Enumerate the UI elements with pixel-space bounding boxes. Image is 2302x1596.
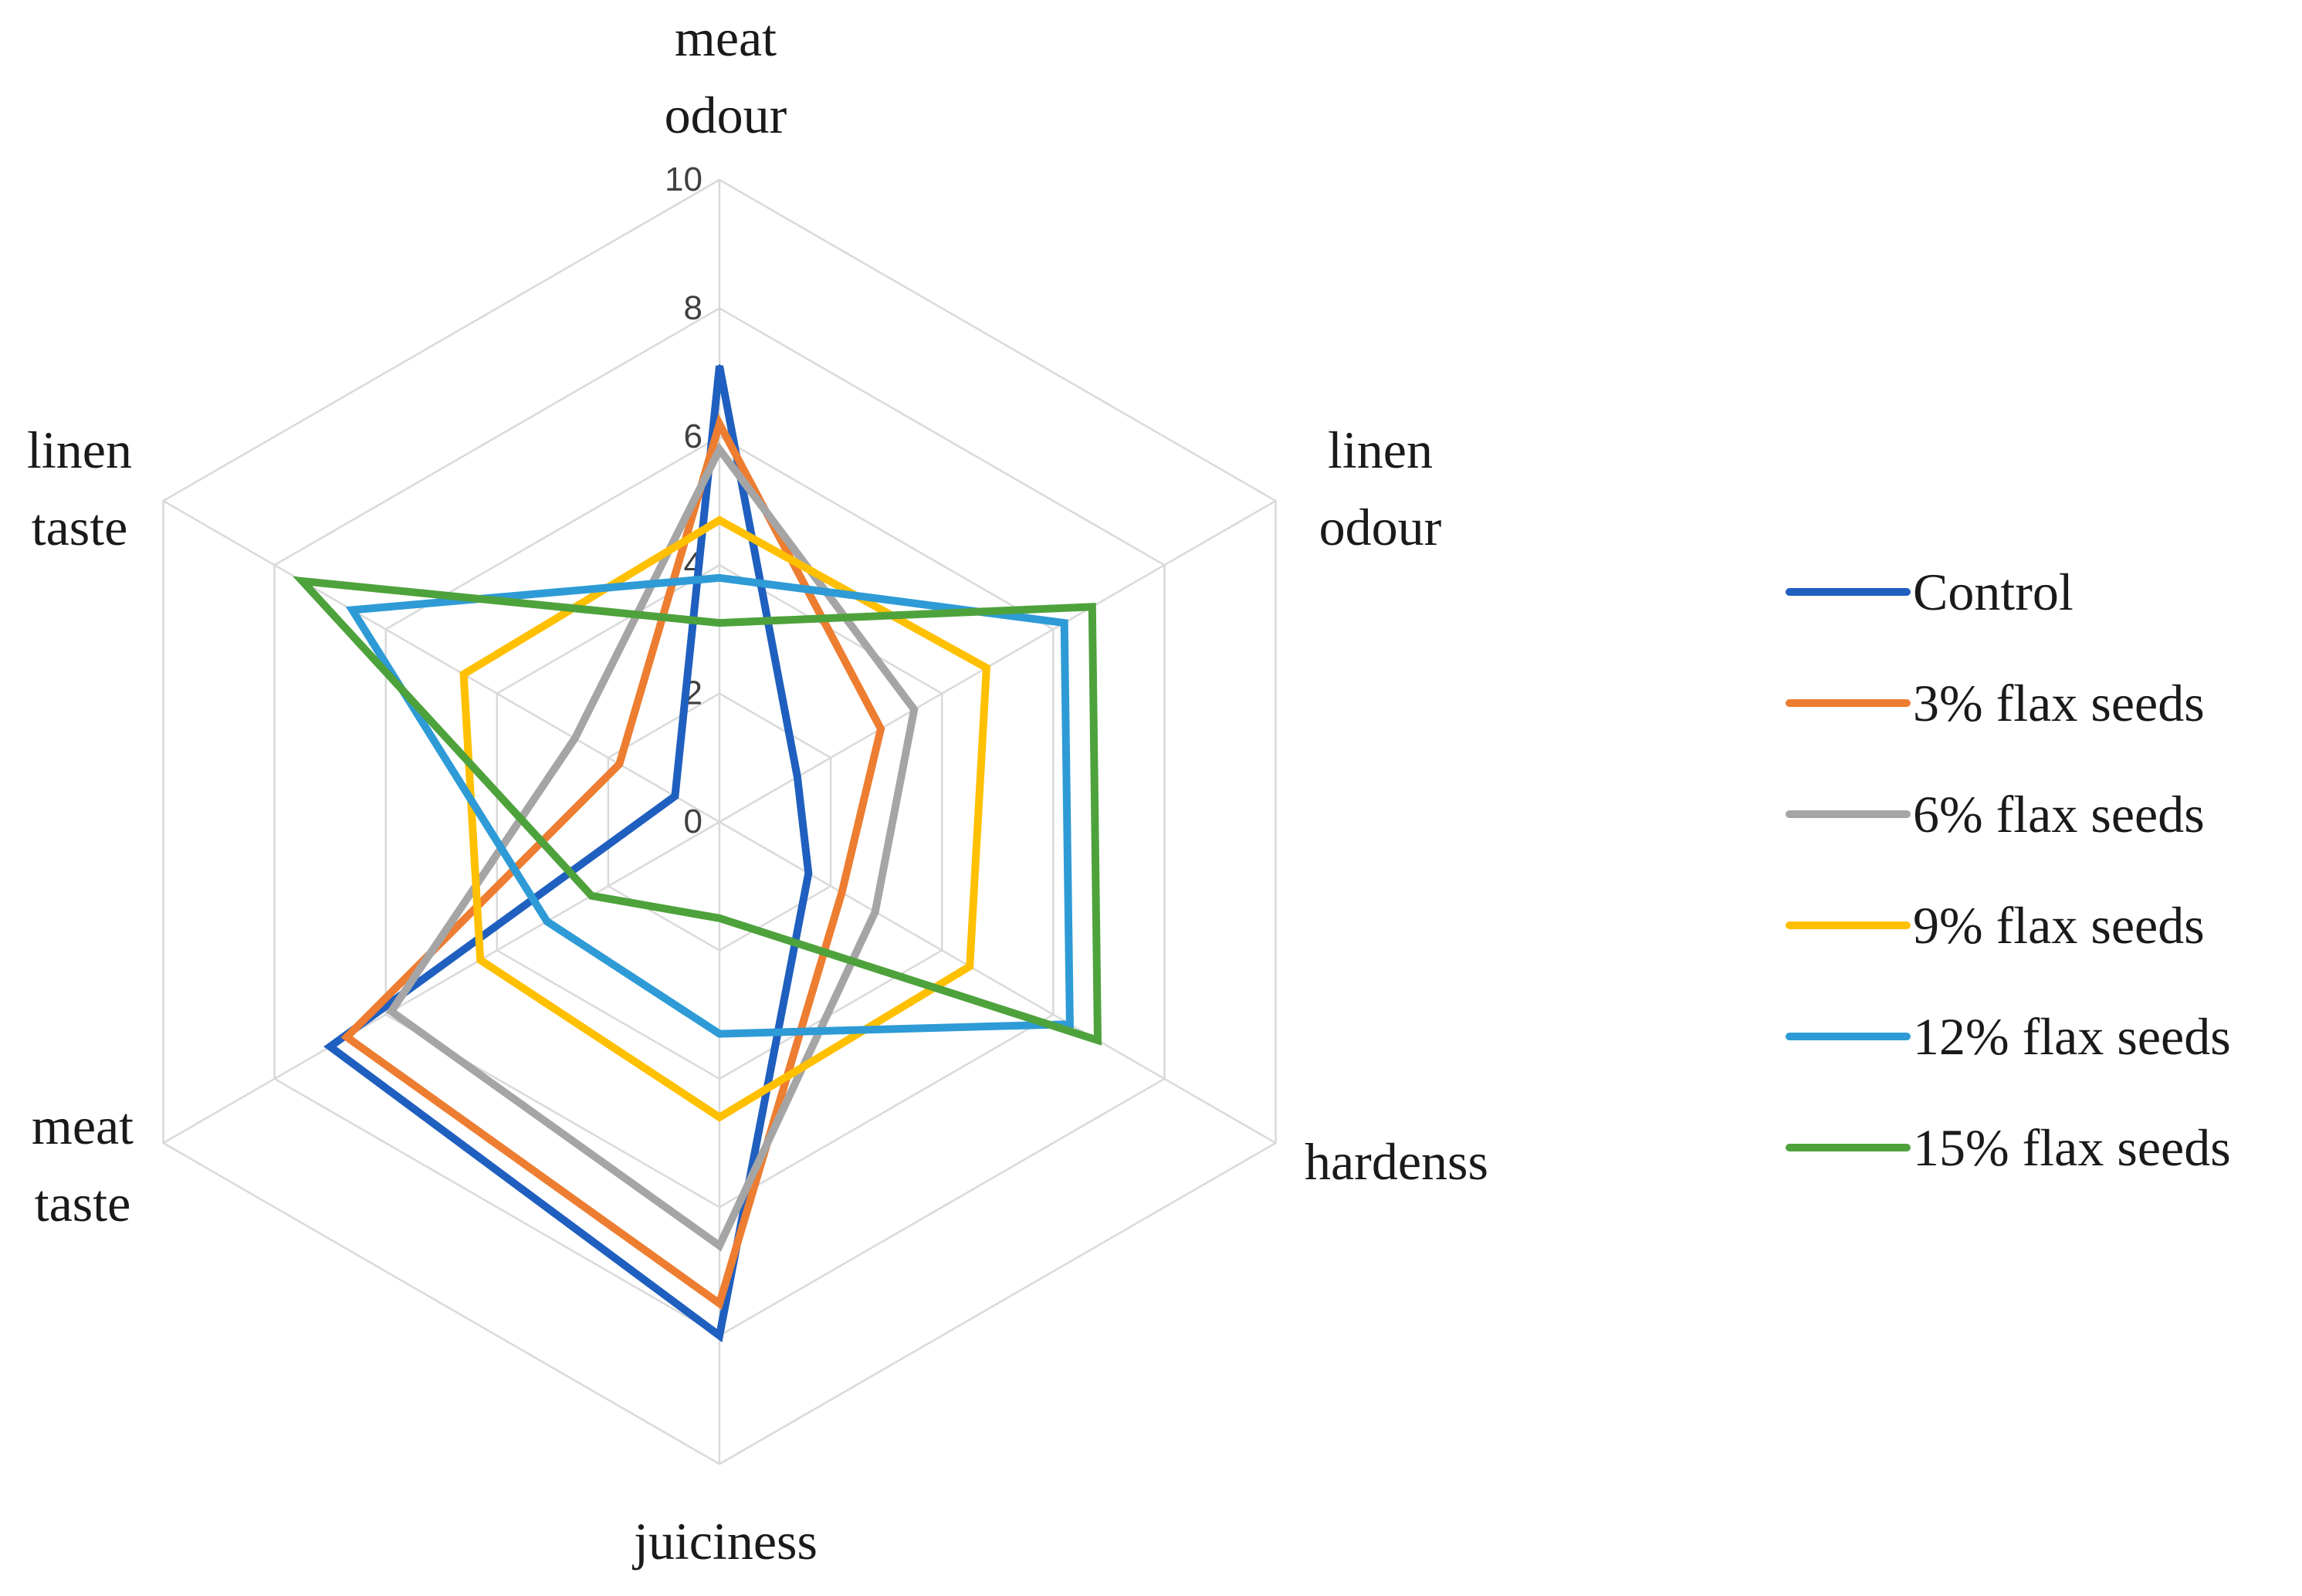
data-point bbox=[718, 448, 721, 451]
legend-item: 12% flax seeds bbox=[1786, 1007, 2231, 1066]
data-point bbox=[462, 672, 465, 676]
axis-labels: meat odour linen odour hardenss juiciness meat… bbox=[27, 8, 1488, 1571]
series-5 bbox=[345, 573, 1074, 1038]
data-point bbox=[1090, 605, 1094, 609]
data-point bbox=[718, 1244, 721, 1248]
data-point bbox=[807, 871, 811, 875]
data-point bbox=[1096, 1038, 1099, 1042]
data-point bbox=[328, 1045, 332, 1049]
series-6 bbox=[293, 576, 1102, 1046]
data-point bbox=[345, 1035, 349, 1039]
axis-label: linen taste bbox=[27, 421, 132, 556]
data-point bbox=[879, 727, 882, 731]
axis-label: linen odour bbox=[1319, 421, 1442, 556]
data-point bbox=[718, 1334, 721, 1337]
radar-grid bbox=[162, 178, 1277, 1466]
grid-spoke bbox=[162, 499, 720, 823]
data-point bbox=[300, 580, 304, 583]
data-point bbox=[968, 965, 972, 969]
axis-label-line: odour bbox=[665, 86, 787, 144]
axis-label: meat odour bbox=[665, 8, 787, 144]
legend-label: 3% flax seeds bbox=[1913, 674, 2205, 732]
axis-label-line: hardenss bbox=[1305, 1132, 1488, 1191]
series-1 bbox=[323, 364, 813, 1343]
data-point bbox=[718, 576, 721, 580]
axis-label-line: linen bbox=[27, 421, 132, 479]
series-3 bbox=[386, 441, 919, 1252]
legend-item: Control bbox=[1786, 563, 2073, 621]
legend-item: 15% flax seeds bbox=[1786, 1118, 2231, 1177]
data-point bbox=[545, 920, 549, 923]
legend-label: 15% flax seeds bbox=[1913, 1118, 2231, 1177]
data-point bbox=[912, 708, 916, 712]
legend-item: 3% flax seeds bbox=[1786, 674, 2205, 732]
data-point bbox=[840, 891, 844, 894]
data-point bbox=[718, 621, 721, 625]
series-line bbox=[323, 365, 813, 1343]
radial-tick-label: 10 bbox=[665, 161, 702, 198]
data-point bbox=[718, 1302, 721, 1305]
series-4 bbox=[459, 516, 991, 1122]
data-point bbox=[718, 422, 721, 426]
data-point bbox=[1062, 621, 1066, 625]
data-point bbox=[1068, 1023, 1071, 1026]
axis-label-line: meat bbox=[675, 8, 777, 67]
radial-tick-label: 0 bbox=[684, 803, 702, 840]
radial-tick-label: 8 bbox=[684, 289, 702, 326]
axis-label-line: meat bbox=[32, 1097, 134, 1155]
data-point bbox=[718, 519, 721, 522]
grid-spoke bbox=[719, 820, 1277, 1145]
axis-label-line: odour bbox=[1319, 498, 1442, 556]
axis-label: juiciness bbox=[632, 1512, 818, 1571]
grid-spoke bbox=[162, 820, 720, 1145]
series-2 bbox=[340, 413, 885, 1310]
legend-item: 9% flax seeds bbox=[1786, 896, 2205, 955]
radial-tick-label: 6 bbox=[684, 418, 702, 455]
legend-label: Control bbox=[1913, 563, 2073, 621]
data-point bbox=[673, 794, 677, 798]
data-point bbox=[984, 666, 988, 670]
axis-label: meat taste bbox=[32, 1097, 134, 1233]
data-point bbox=[873, 910, 877, 914]
axis-label-line: linen bbox=[1328, 421, 1433, 479]
data-point bbox=[590, 894, 594, 898]
legend-label: 12% flax seeds bbox=[1913, 1007, 2231, 1066]
axis-label-line: juiciness bbox=[632, 1512, 818, 1571]
axis-label: hardenss bbox=[1305, 1132, 1488, 1191]
series-line bbox=[345, 573, 1074, 1038]
data-point bbox=[350, 608, 354, 612]
legend-label: 9% flax seeds bbox=[1913, 896, 2205, 955]
data-point bbox=[718, 1115, 721, 1119]
data-point bbox=[479, 958, 482, 962]
data-point bbox=[573, 736, 577, 740]
data-point bbox=[389, 1009, 393, 1013]
data-point bbox=[795, 775, 799, 779]
data-point bbox=[718, 1032, 721, 1036]
axis-label-line: taste bbox=[32, 498, 128, 556]
legend: Control 3% flax seeds 6% flax seeds 9% flax… bbox=[1786, 563, 2231, 1177]
data-point bbox=[618, 762, 621, 766]
legend-label: 6% flax seeds bbox=[1913, 785, 2205, 844]
axis-label-line: taste bbox=[35, 1174, 131, 1233]
grid-spoke bbox=[719, 499, 1277, 823]
legend-item: 6% flax seeds bbox=[1786, 785, 2205, 844]
data-point bbox=[718, 916, 721, 920]
radar-series bbox=[293, 364, 1102, 1343]
data-point bbox=[718, 364, 721, 368]
